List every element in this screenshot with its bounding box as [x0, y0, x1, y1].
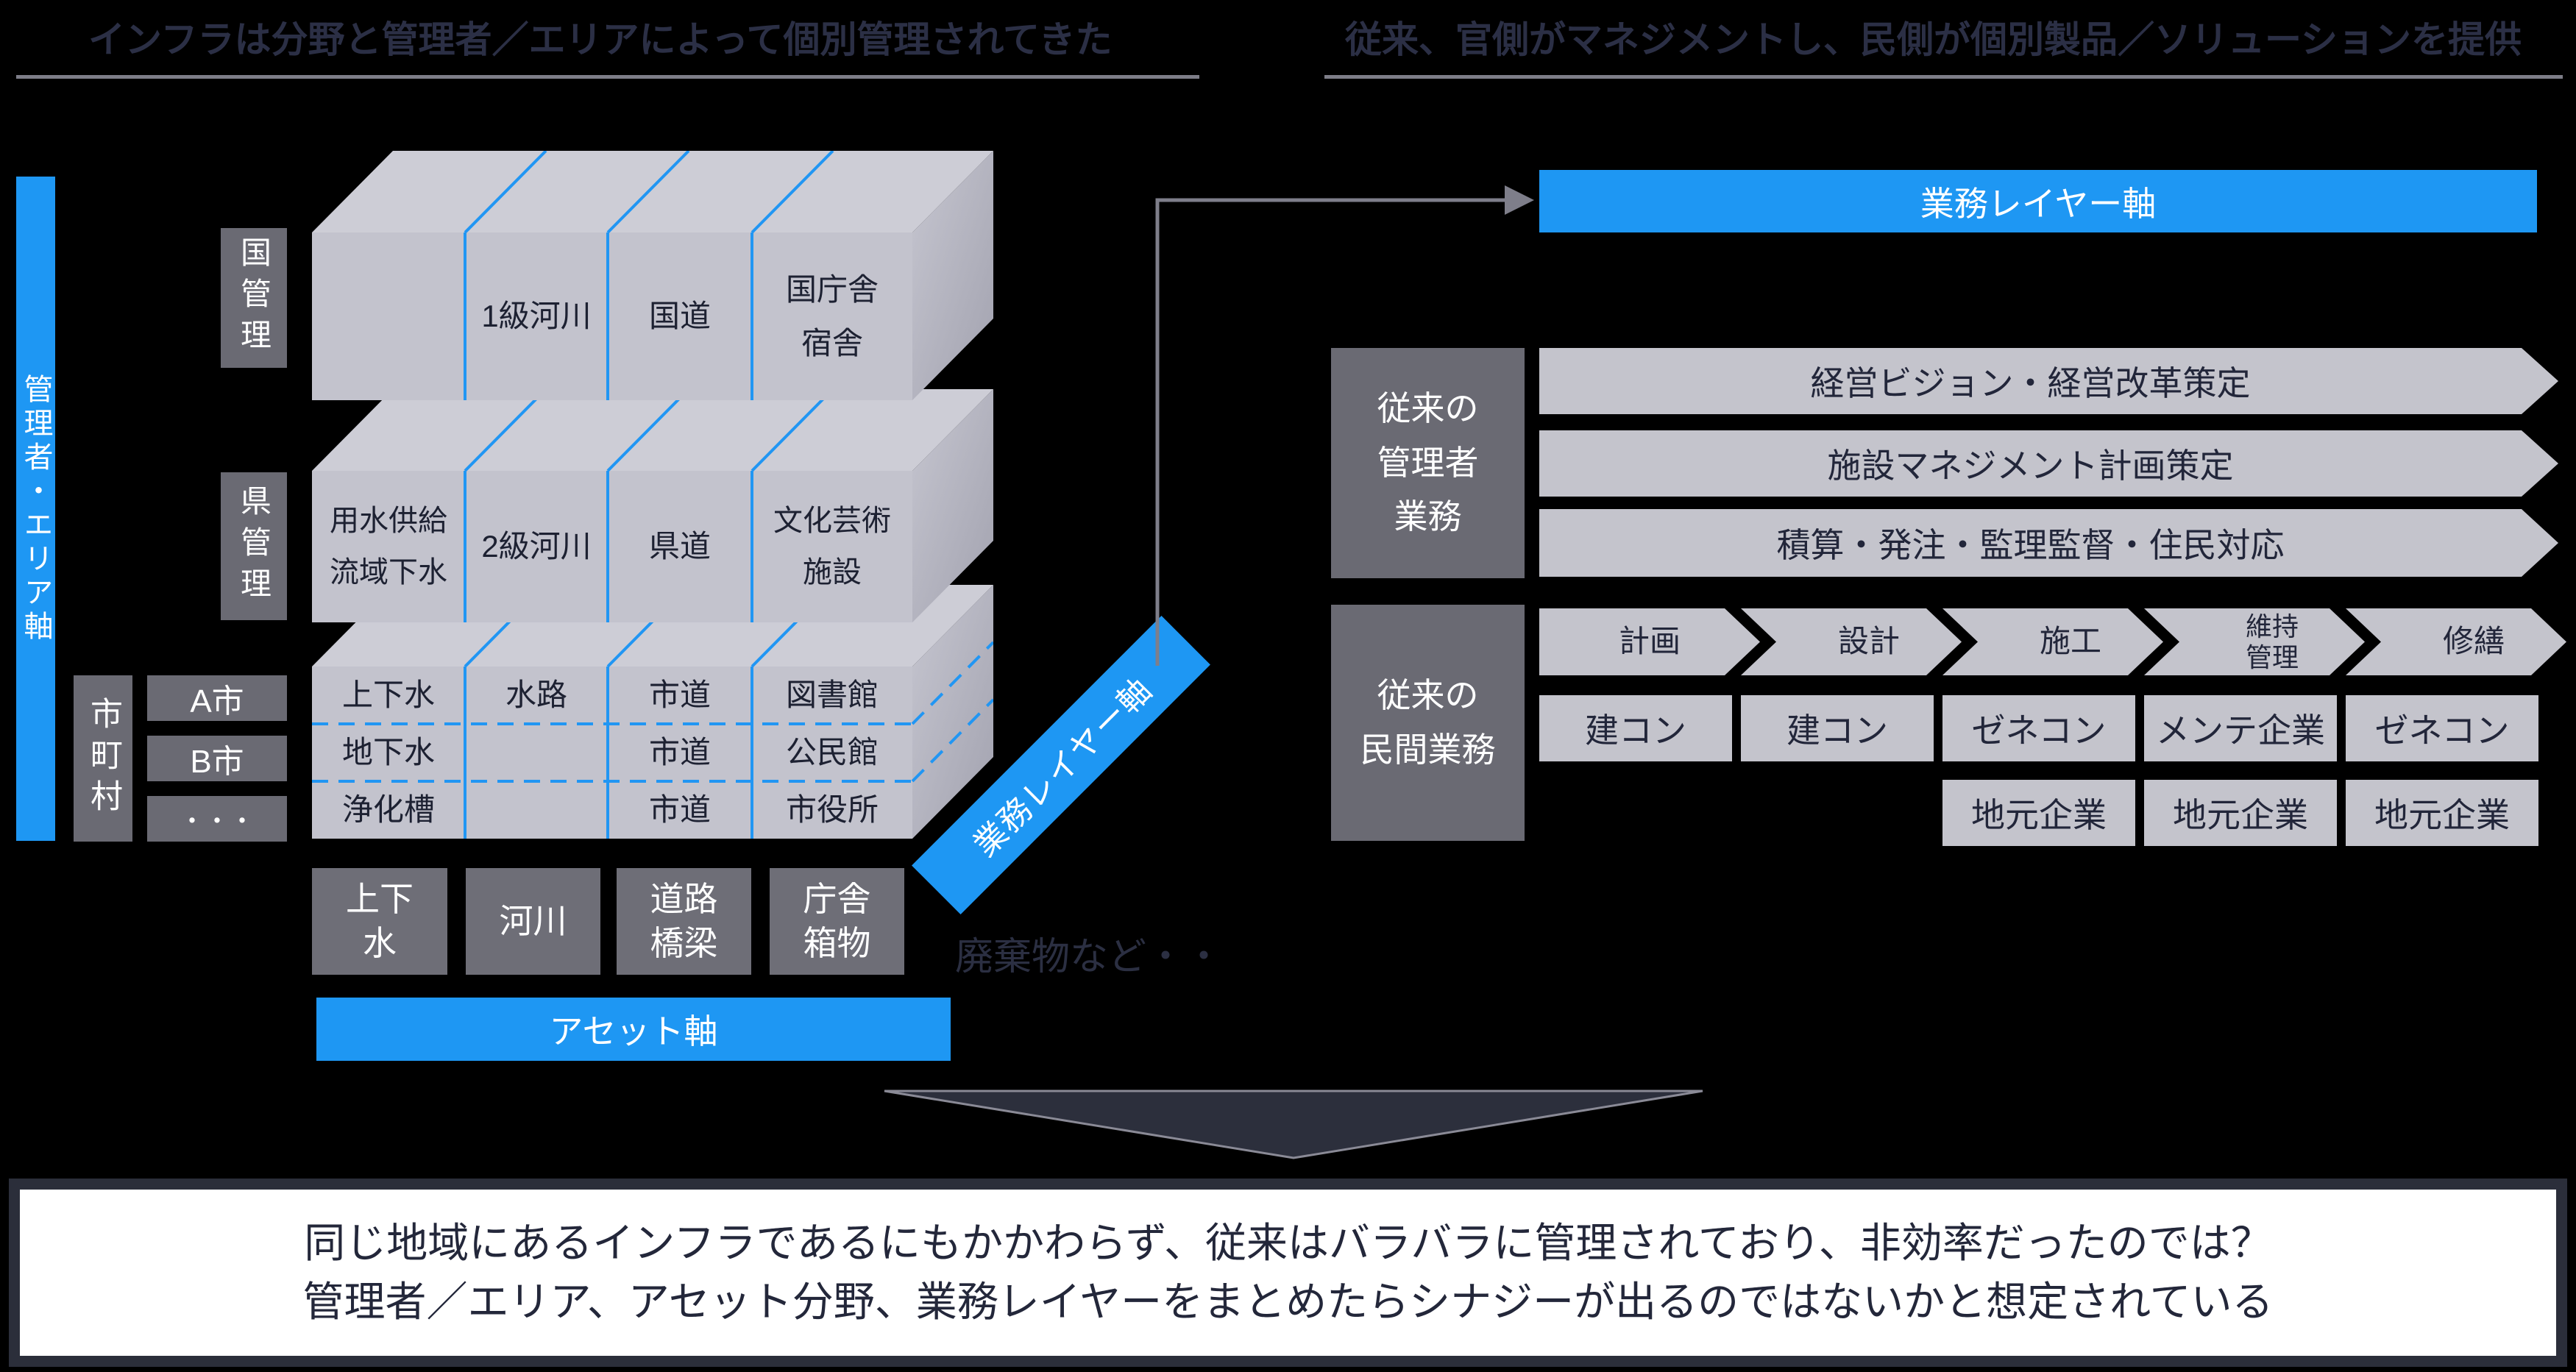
layer-axis-connector-arrow [1155, 185, 1534, 666]
label-national-management-text: 国管理 [236, 236, 272, 360]
company-box-local-3: 地元企業 [2346, 780, 2538, 846]
task-bar-management-vision: 経営ビジョン・経営改革策定 [1539, 348, 2558, 414]
business-layer-axis-bar: 業務レイヤー軸 [1539, 170, 2537, 232]
municipal-cell-r3c4: 市役所 [785, 792, 879, 828]
municipal-cell-r2c3: 市道 [648, 735, 711, 770]
manager-area-axis-label: 管理者・エリア軸 [19, 373, 52, 644]
municipal-cell-r2c1: 地下水 [341, 735, 435, 770]
national-cube-front-face [312, 232, 912, 400]
asset-box-water: 上下 水 [312, 868, 447, 975]
municipal-cell-r1c3: 市道 [648, 678, 711, 713]
prefecture-cell-water: 用水供給 流域下水 [330, 505, 447, 589]
asset-box-road-bridge: 道路 橋梁 [617, 868, 751, 975]
company-box-kencon-1: 建コン [1539, 695, 1732, 761]
manager-area-axis-bar: 管理者・エリア軸 [16, 177, 55, 841]
task-bar-facility-plan: 施設マネジメント計画策定 [1539, 430, 2558, 497]
step-repair: 修繕 [2346, 608, 2566, 675]
task-bar-estimation-order: 積算・発注・監理監督・住民対応 [1539, 509, 2558, 577]
asset-box-building: 庁舎 箱物 [770, 868, 904, 975]
prefecture-cube-top-face [312, 389, 993, 471]
municipal-cell-r3c1: 浄化槽 [341, 792, 435, 828]
asset-box-river: 河川 [466, 868, 600, 975]
label-municipalities-text: 市町村 [85, 697, 121, 820]
company-box-local-2: 地元企業 [2144, 780, 2337, 846]
municipal-cube-side-face [912, 585, 993, 839]
municipal-cube-front-face [312, 667, 912, 839]
national-cell-river: 1級河川 [481, 299, 592, 334]
prefecture-cube-front-face [312, 471, 912, 622]
label-city-a: A市 [147, 675, 287, 721]
summary-callout-box: 同じ地域にあるインフラであるにもかかわらず、従来はバラバラに管理されており、非効… [9, 1179, 2567, 1367]
arrowhead-right-icon [1505, 185, 1534, 215]
municipal-cell-r1c1: 上下水 [341, 678, 435, 713]
prefecture-cell-culture: 文化芸術 施設 [773, 505, 891, 589]
label-city-more: ・・・ [147, 796, 287, 842]
municipal-cell-r1c4: 図書館 [785, 678, 879, 713]
step-design: 設計 [1741, 608, 1962, 675]
company-box-zenecon-1: ゼネコン [1942, 695, 2135, 761]
step-maintenance: 維持 管理 [2144, 608, 2365, 675]
asset-axis-label: アセット軸 [549, 1012, 718, 1051]
left-title-underline [16, 75, 1199, 79]
national-cell-building: 国庁舎 宿舎 [785, 271, 879, 361]
manager-tasks-label-box: 従来の 管理者 業務 [1331, 348, 1525, 578]
municipal-cell-r3c3: 市道 [648, 792, 711, 828]
national-cell-road: 国道 [648, 299, 711, 334]
label-national-management: 国管理 [221, 228, 287, 368]
national-cell-empty [315, 232, 462, 400]
right-section-title: 従来、官側がマネジメントし、民側が個別製品／ソリューションを提供 [1345, 19, 2522, 60]
step-construction: 施工 [1942, 608, 2163, 675]
national-cube-top-face [312, 151, 993, 232]
national-cube-side-face [912, 151, 993, 400]
label-prefecture-management: 県管理 [221, 472, 287, 620]
municipal-cell-r2c4: 公民館 [785, 735, 879, 770]
down-arrow-icon [884, 1090, 1703, 1159]
prefecture-cell-road: 県道 [648, 529, 711, 564]
asset-axis-bar: アセット軸 [316, 998, 951, 1061]
municipal-cell-r3c2 [468, 781, 605, 839]
municipal-cell-r1c2: 水路 [505, 678, 567, 713]
left-section-title: インフラは分野と管理者／エリアによって個別管理されてきた [88, 19, 1113, 60]
municipal-cell-r2c2 [468, 724, 605, 781]
waste-note: 廃棄物など・・ [955, 936, 1224, 978]
business-layer-axis-label: 業務レイヤー軸 [1920, 184, 2157, 223]
company-box-zenecon-2: ゼネコン [2346, 695, 2538, 761]
prefecture-cell-river: 2級河川 [481, 529, 592, 564]
label-prefecture-management-text: 県管理 [236, 484, 272, 608]
step-planning: 計画 [1539, 608, 1760, 675]
label-city-b: B市 [147, 736, 287, 781]
prefecture-cube [312, 389, 993, 622]
label-municipalities: 市町村 [74, 675, 132, 842]
summary-line-1: 同じ地域にあるインフラであるにもかかわらず、従来はバラバラに管理されており、非効… [304, 1220, 2272, 1267]
summary-line-2: 管理者／エリア、アセット分野、業務レイヤーをまとめたらシナジーが出るのではないか… [302, 1279, 2274, 1325]
company-box-maintenance: メンテ企業 [2144, 695, 2337, 761]
right-title-underline [1324, 75, 2563, 79]
company-box-kencon-2: 建コン [1741, 695, 1934, 761]
company-box-local-1: 地元企業 [1942, 780, 2135, 846]
prefecture-cube-side-face [912, 389, 993, 622]
private-tasks-label-box: 従来の 民間業務 [1331, 605, 1525, 841]
national-cube [312, 151, 993, 400]
